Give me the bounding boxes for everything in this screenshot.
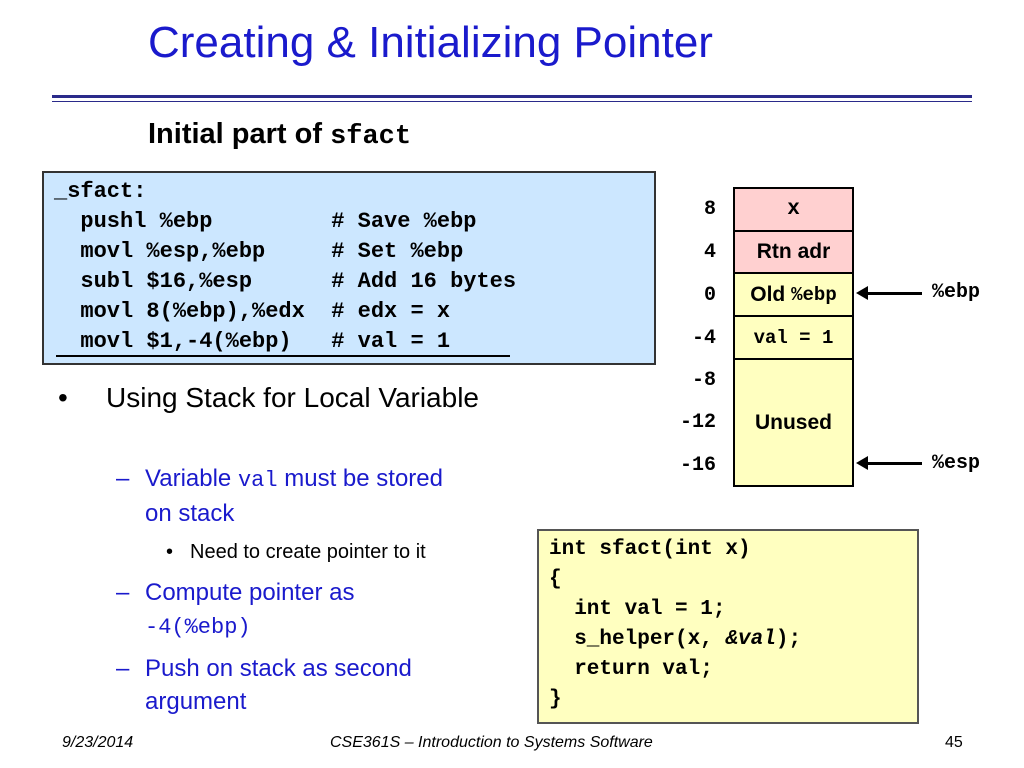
stack-cell-old-ebp: Old %ebp [733, 272, 854, 317]
assembly-code-box [42, 171, 656, 365]
sub-bullet-1-rest: must be stored on stack [145, 465, 443, 527]
stack-offset: 0 [703, 284, 716, 307]
c-code-line: s_helper(x, &val); [549, 625, 801, 655]
ebp-arrow-icon [856, 286, 922, 300]
bullet-main: Using Stack for Local Variable [106, 382, 479, 413]
c-code-line: int val = 1; [549, 598, 726, 621]
stack-offset: 4 [703, 241, 716, 264]
stack-offset: -12 [679, 411, 716, 434]
slide-title: Creating & Initializing Pointer [148, 18, 713, 67]
stack-cell-return-address: Rtn adr [733, 230, 854, 274]
stack-offset: 8 [703, 198, 716, 221]
sub-bullet-2: Compute pointer as -4(%ebp) [145, 576, 430, 644]
ebp-pointer-label: %ebp [932, 281, 981, 304]
section-heading-text: Initial part of [148, 118, 331, 150]
sub-sub-bullet: Need to create pointer to it [190, 541, 426, 563]
dash-icon: – [116, 465, 130, 492]
section-heading: Initial part of sfact [148, 118, 411, 152]
c-code-line: } [549, 688, 562, 711]
stack-cell-val: val = 1 [733, 315, 854, 360]
assembly-underline [56, 355, 510, 357]
stack-cell-unused: Unused [733, 358, 854, 487]
footer-page-number: 45 [945, 734, 963, 751]
sub-bullet-2-code: -4(%ebp) [145, 615, 251, 640]
assembly-line: movl %esp,%ebp # Set %ebp [54, 239, 464, 264]
stack-offset: -16 [679, 454, 716, 477]
c-code-line: int sfact(int x) [549, 538, 751, 561]
assembly-line: movl 8(%ebp),%edx # edx = x [54, 299, 451, 324]
c-code-line: { [549, 568, 562, 591]
title-rule [52, 95, 972, 98]
stack-cell-x: x [733, 187, 854, 232]
esp-pointer-label: %esp [932, 452, 981, 475]
small-bullet-icon: • [166, 541, 174, 563]
c-code-call-end: ); [775, 628, 802, 651]
sub-bullet-1-code: val [237, 468, 278, 493]
footer-course: CSE361S – Introduction to Systems Softwa… [330, 734, 653, 751]
assembly-line: movl $1,-4(%ebp) # val = 1 [54, 329, 451, 354]
sub-bullet-1-text: Variable [145, 465, 238, 492]
old-label: Old [750, 282, 792, 306]
old-register: %ebp [791, 283, 837, 306]
sub-bullet-2-text: Compute pointer as [145, 579, 355, 606]
sub-bullet-1: Variable val must be stored on stack [145, 462, 445, 530]
section-heading-code: sfact [330, 122, 412, 152]
esp-arrow-icon [856, 456, 922, 470]
c-code-line: return val; [549, 658, 713, 681]
title-rule-thin [52, 101, 972, 102]
stack-offset: -4 [691, 327, 716, 350]
bullet-dot-icon: • [58, 382, 68, 413]
sub-bullet-3: Push on stack as second argument [145, 655, 412, 715]
stack-offset: -8 [691, 369, 716, 392]
assembly-line: _sfact: [54, 179, 147, 204]
c-code-call: s_helper(x, [549, 628, 726, 651]
c-code-address-of: &val [725, 628, 776, 651]
c-code-box [537, 529, 919, 724]
dash-icon: – [116, 579, 130, 606]
assembly-line: pushl %ebp # Save %ebp [54, 209, 477, 234]
dash-icon: – [116, 655, 130, 682]
footer-date: 9/23/2014 [62, 734, 134, 751]
assembly-line: subl $16,%esp # Add 16 bytes [54, 269, 517, 294]
